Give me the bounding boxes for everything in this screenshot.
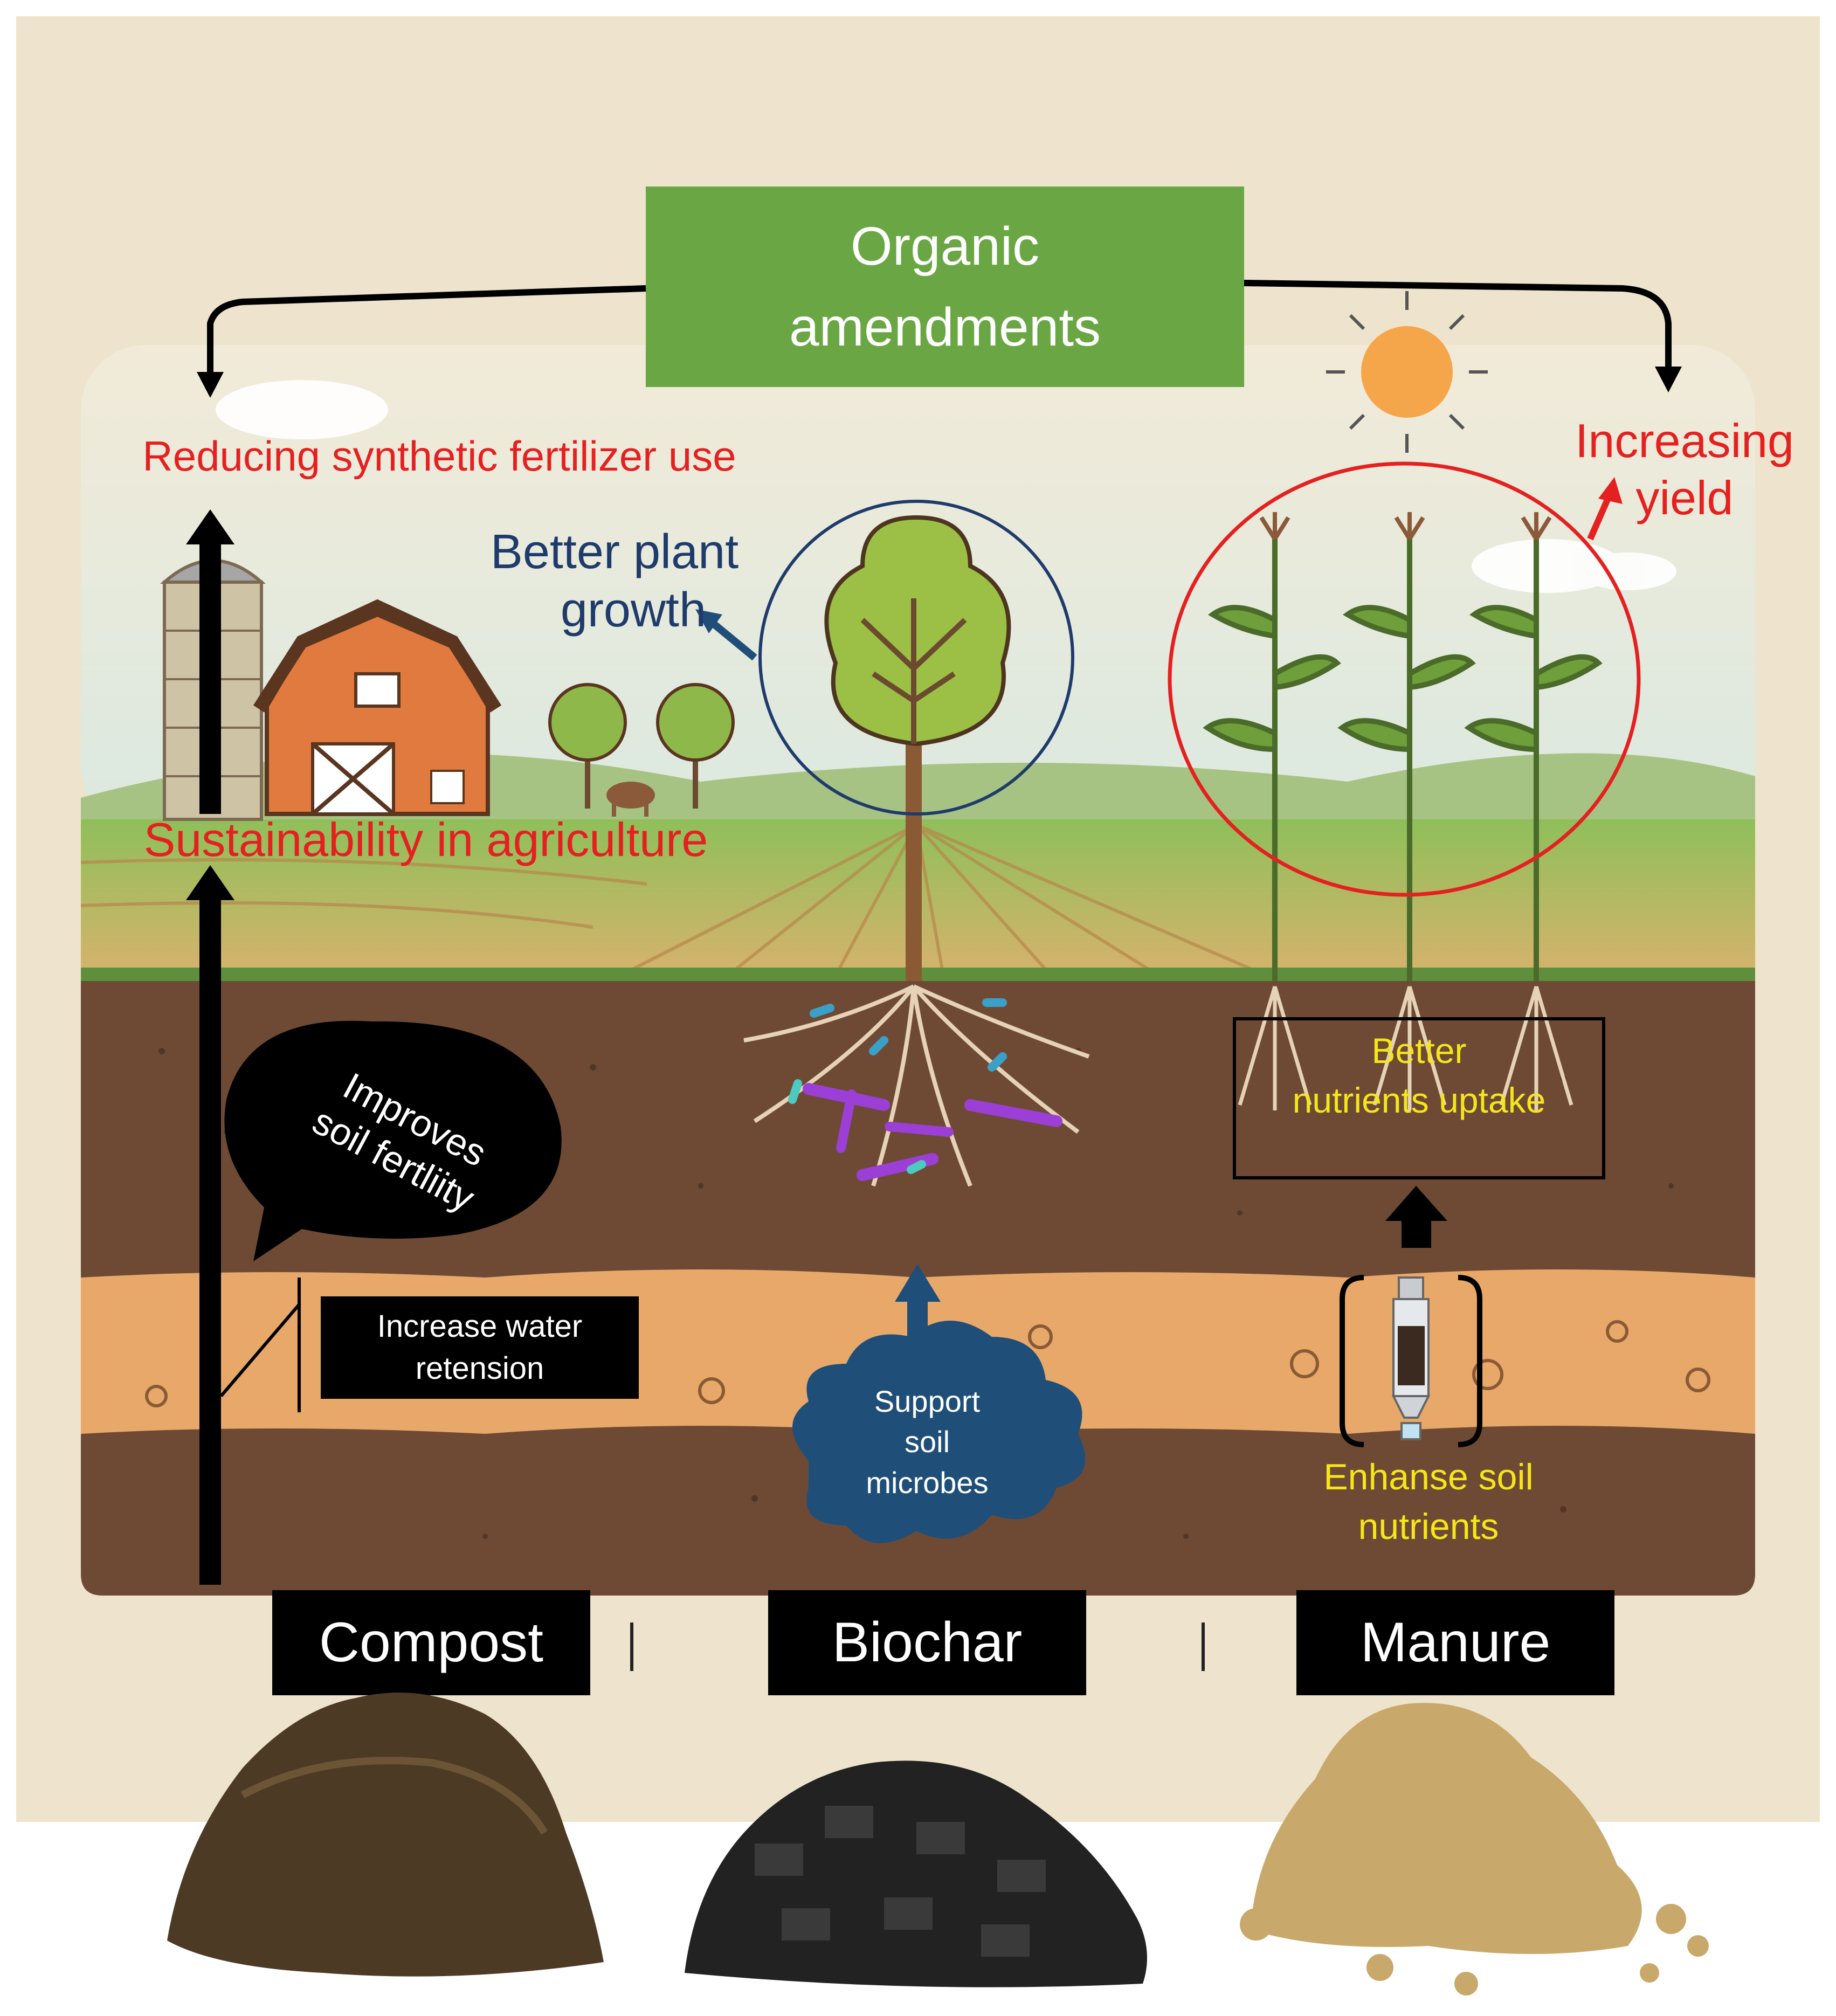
barn: [253, 599, 502, 816]
water-connector-diagonal: [219, 1303, 301, 1397]
sustainability-label: Sustainability in agriculture: [143, 813, 708, 866]
title-line-1: Organic: [850, 216, 1040, 277]
arrow-support-microbes-head: [895, 1264, 941, 1302]
clouds: [216, 380, 1676, 593]
cow: [606, 782, 655, 817]
arrow-uptake-head: [1385, 1186, 1447, 1221]
small-trees: [548, 683, 735, 809]
microbes-line-1: Support: [874, 1384, 981, 1418]
microbes-cloud: [792, 1321, 1086, 1543]
better-plant-growth-label: Better plant growth: [464, 523, 765, 639]
better-nutrients-uptake-label: Better nutrients uptake: [1234, 1024, 1604, 1127]
water-line-2: retension: [415, 1351, 544, 1386]
uptake-line-1: Better: [1371, 1030, 1467, 1071]
increasing-yield-line-2: yield: [1635, 471, 1734, 524]
field-furrows: [80, 823, 1268, 977]
title-line-2: amendments: [789, 297, 1101, 357]
enhance-soil-nutrients-label: Enhanse soil nutrients: [1283, 1453, 1574, 1552]
sun-icon: [1326, 291, 1488, 453]
microbes: [788, 998, 1062, 1181]
enhance-line-2: nutrients: [1358, 1506, 1499, 1547]
tree-highlight-circle: [758, 500, 1074, 816]
tree-roots: [743, 984, 1090, 1187]
manure-label-box: [1296, 1590, 1614, 1695]
arrowhead-yield: [1655, 367, 1682, 392]
biochar-label-box: [768, 1590, 1086, 1695]
arrow-better-growth: [706, 617, 757, 661]
increasing-yield-label: Increasing yield: [1552, 412, 1817, 526]
arrow-shaft-soil: [199, 897, 221, 1585]
arrowhead-reducing-up: [186, 509, 234, 544]
water-line-1: Increase water: [377, 1308, 583, 1344]
support-soil-microbes-label: Support soil microbes: [814, 1369, 1040, 1515]
nutrients-uptake-box: [1233, 1017, 1605, 1179]
sand-pebbles: [145, 1320, 1710, 1407]
reducing-fertilizer-label: Reducing synthetic fertilizer use: [142, 432, 736, 480]
corn-roots: [1238, 986, 1573, 1110]
microbes-line-3: microbes: [866, 1465, 989, 1500]
microbes-line-2: soil: [904, 1425, 950, 1459]
arrow-to-reducing: [207, 285, 646, 377]
title-box: [646, 187, 1244, 387]
compost-pile: [167, 1693, 604, 1977]
title-label: Organic amendments: [646, 187, 1244, 387]
corn-highlight-ellipse: [1168, 461, 1641, 897]
better-plant-growth-line-1: Better plant: [490, 525, 739, 579]
arrow-increasing-yield: [1587, 494, 1612, 541]
biochar-label: Biochar: [832, 1611, 1023, 1674]
enhance-line-1: Enhanse soil: [1323, 1456, 1534, 1497]
speech-bubble: [224, 1020, 562, 1261]
manure-label: Manure: [1360, 1611, 1551, 1674]
compost-label: Compost: [319, 1611, 544, 1674]
arrowhead-sustainability-up: [186, 865, 234, 900]
arrow-shaft-sustainability: [199, 542, 221, 814]
biochar-pile: [685, 1760, 1147, 1987]
increasing-yield-line-1: Increasing: [1575, 414, 1794, 467]
arrowhead-reducing: [197, 372, 224, 398]
water-retention-label: Increase water retension: [321, 1296, 639, 1399]
manure-pile: [1240, 1703, 1709, 1996]
water-retention-box: [321, 1296, 639, 1399]
better-plant-growth-line-2: growth: [560, 583, 706, 637]
arrow-to-yield: [1244, 280, 1672, 372]
big-tree: [824, 515, 1011, 981]
uptake-line-2: nutrients uptake: [1292, 1080, 1546, 1120]
compost-label-box: [272, 1590, 590, 1695]
filter-device-icon: [1340, 1275, 1482, 1447]
corn-plants: [1203, 512, 1603, 981]
